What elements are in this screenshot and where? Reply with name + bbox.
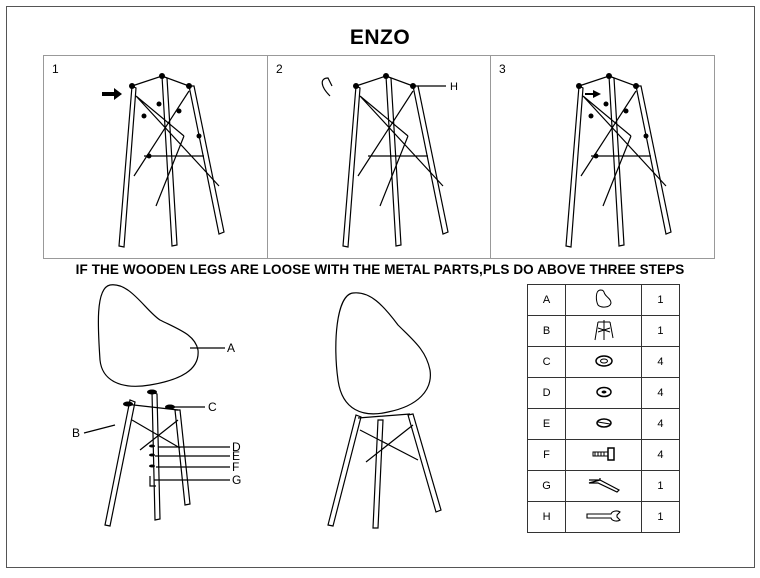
callout-label: H [450, 81, 458, 93]
part-quantity: 1 [640, 284, 681, 316]
part-letter: H [526, 501, 567, 533]
leg-frame-illustration [565, 73, 672, 248]
table-row: E 4 [526, 408, 681, 440]
part-quantity: 4 [640, 439, 681, 471]
table-row: H 1 [526, 501, 681, 533]
part-letter: A [526, 284, 567, 316]
table-row: C 4 [526, 346, 681, 378]
wrench-icon [565, 501, 642, 533]
seat-shell-icon [97, 284, 199, 387]
part-quantity: 1 [640, 470, 681, 502]
part-letter: B [526, 315, 567, 347]
table-row: D 4 [526, 377, 681, 409]
exploded-assembly-diagram: A B C D E F G [72, 284, 241, 527]
part-letter: D [526, 377, 567, 409]
leg-frame-illustration: H [321, 73, 458, 248]
part-quantity: 4 [640, 377, 681, 409]
steps-panel: 1 2 [43, 55, 715, 259]
part-label: A [227, 341, 235, 355]
parts-list-table: A 1 B 1 C 4 D 4 E 4 F 4 G 1 H 1 [526, 284, 681, 533]
leg-frame-icon [565, 315, 642, 347]
table-row: F 4 [526, 439, 681, 471]
part-label: E [232, 449, 240, 463]
part-quantity: 1 [640, 501, 681, 533]
allen-key-icon [321, 77, 333, 97]
loose-legs-notice: IF THE WOODEN LEGS ARE LOOSE WITH THE ME… [75, 262, 685, 277]
part-letter: C [526, 346, 567, 378]
part-quantity: 4 [640, 408, 681, 440]
assembled-chair-illustration [327, 292, 442, 529]
part-label: F [232, 460, 239, 474]
bolt-icon [565, 439, 642, 471]
part-label: G [232, 473, 241, 487]
part-quantity: 1 [640, 315, 681, 347]
table-row: G 1 [526, 470, 681, 502]
step-number: 2 [276, 62, 283, 76]
flat-washer-icon [565, 377, 642, 409]
table-row: A 1 [526, 284, 681, 316]
washer-icon [565, 346, 642, 378]
product-title: ENZO [349, 26, 411, 49]
part-label: C [208, 400, 217, 414]
table-row: B 1 [526, 315, 681, 347]
spring-washer-icon [565, 408, 642, 440]
allen-key-icon [565, 470, 642, 502]
step-number: 1 [52, 62, 59, 76]
step-number: 3 [499, 62, 506, 76]
seat-shell-icon [565, 284, 642, 316]
part-quantity: 4 [640, 346, 681, 378]
instruction-sheet [6, 6, 755, 568]
step-3: 3 [490, 56, 713, 258]
part-letter: F [526, 439, 567, 471]
part-label: D [232, 440, 241, 454]
part-label: B [72, 426, 80, 440]
step-2: 2 H [267, 56, 490, 258]
leg-frame-illustration [102, 73, 225, 248]
step-1: 1 [44, 56, 266, 258]
part-letter: E [526, 408, 567, 440]
part-letter: G [526, 470, 567, 502]
